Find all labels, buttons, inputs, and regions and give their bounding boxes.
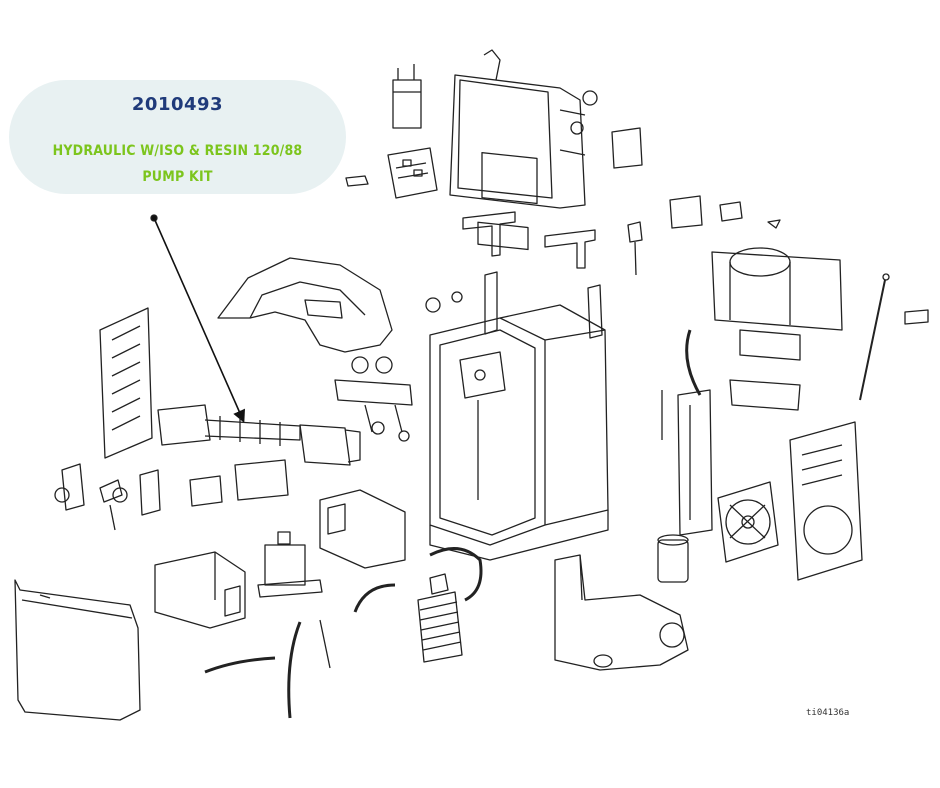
hoses <box>204 547 483 719</box>
circuit-board <box>345 147 438 199</box>
part-callout: 2010493 HYDRAULIC W/ISO & RESIN 120/88 P… <box>9 80 346 194</box>
electrical-box <box>154 551 246 629</box>
right-side-panel <box>789 421 863 581</box>
figure-id: ti04136a <box>806 708 850 718</box>
left-side-panel <box>99 307 153 459</box>
part-number: 2010493 <box>131 94 224 115</box>
callout-leader-line <box>150 214 245 423</box>
heat-exchanger <box>417 573 463 663</box>
grease-fittings <box>425 291 463 313</box>
oil-filter <box>657 534 689 583</box>
pressure-switches <box>627 195 781 276</box>
sensor-module <box>392 64 422 129</box>
heater-rail <box>661 389 713 536</box>
hydraulic-pump-assembly <box>157 404 361 466</box>
motor-shroud <box>217 257 393 353</box>
fluid-reservoir <box>554 554 689 671</box>
kit-name: HYDRAULIC W/ISO & RESIN 120/88 PUMP KIT <box>52 143 303 185</box>
label-card <box>611 127 643 169</box>
check-valves <box>54 463 161 531</box>
mounting-brackets <box>462 211 596 269</box>
front-cover <box>14 579 141 721</box>
cart-frame <box>429 271 609 561</box>
valve-block <box>189 459 289 507</box>
control-box <box>449 49 598 251</box>
cooler-fan <box>717 481 779 563</box>
manifold-gauges <box>334 356 413 442</box>
inner-cover <box>319 489 406 569</box>
transformer <box>257 531 323 598</box>
probe-wand <box>859 273 929 401</box>
electric-motor <box>685 247 843 411</box>
